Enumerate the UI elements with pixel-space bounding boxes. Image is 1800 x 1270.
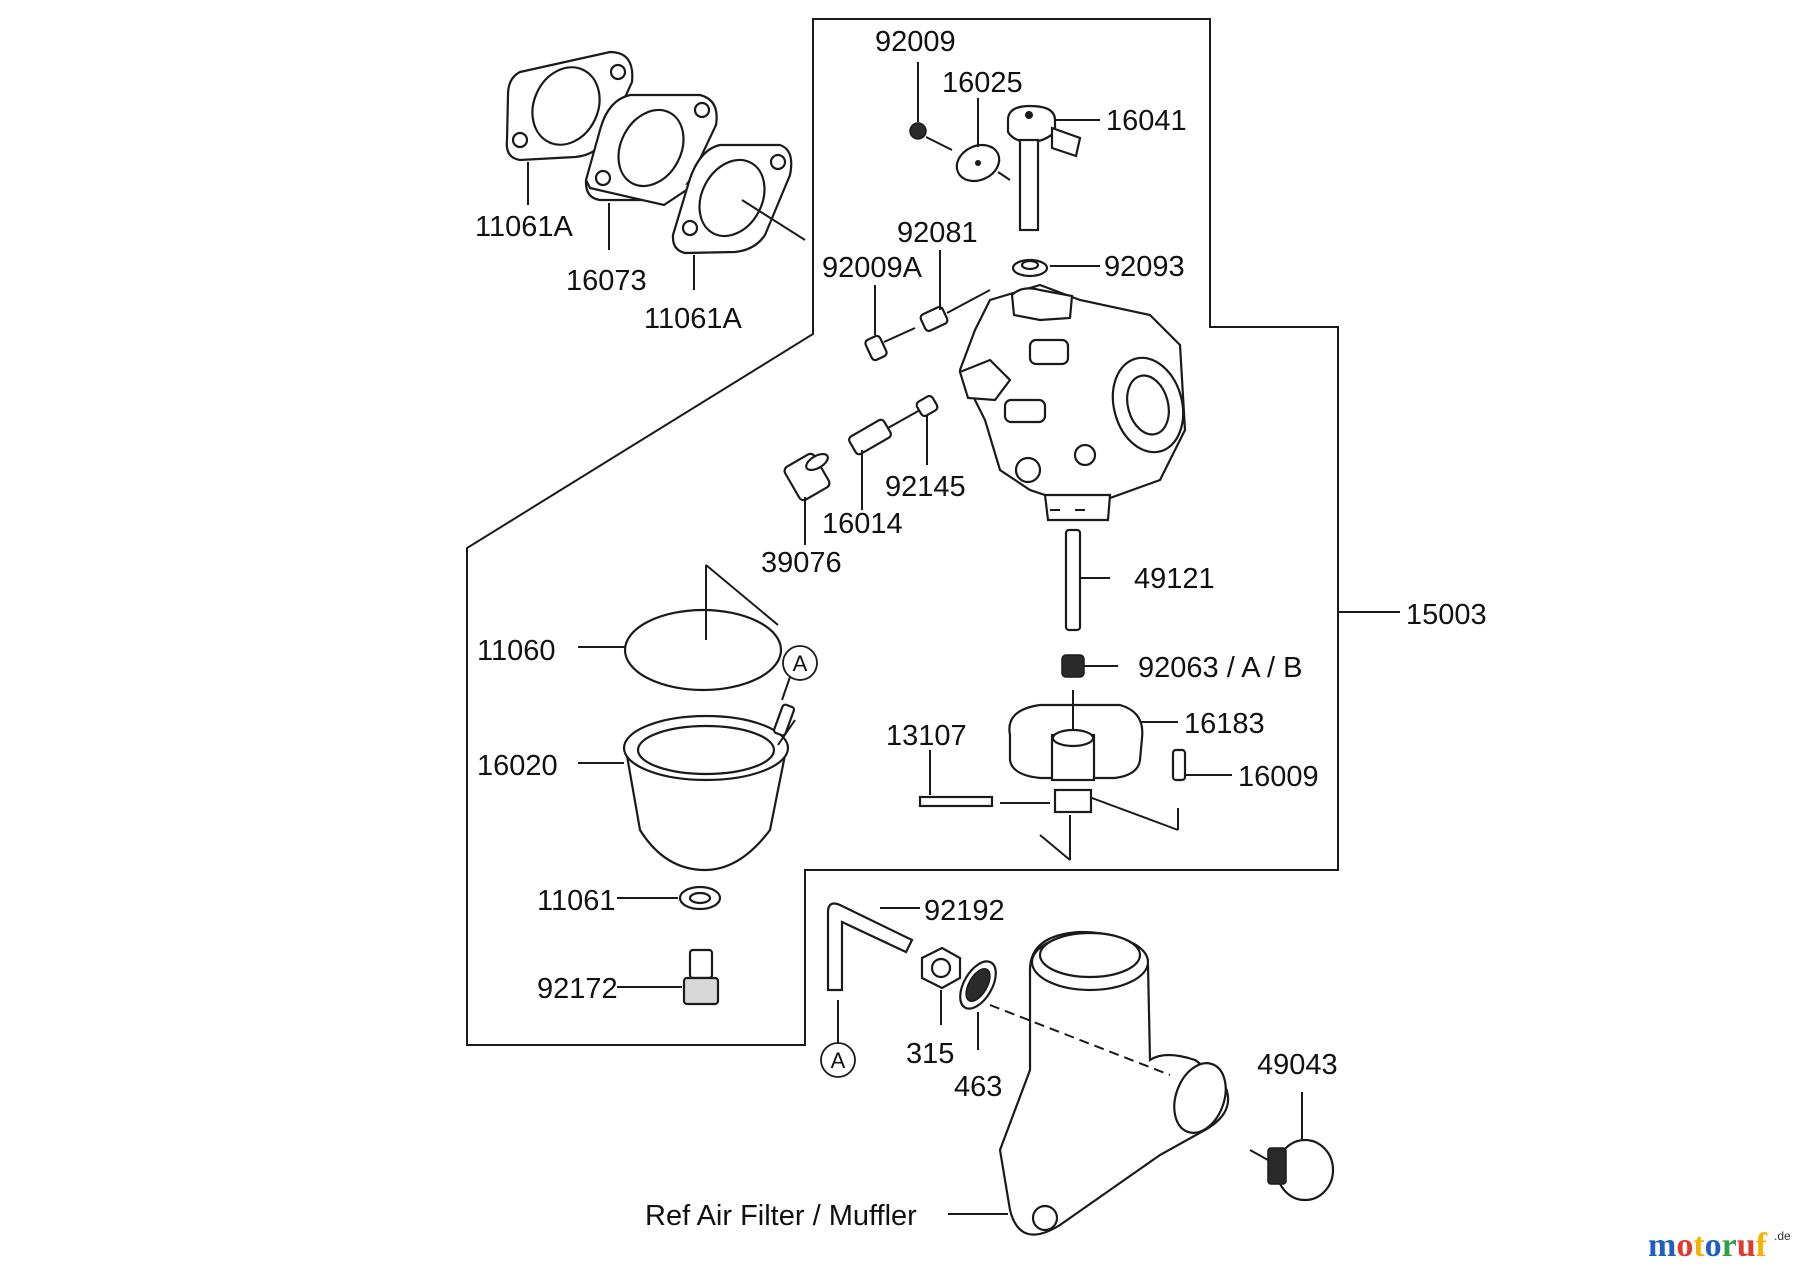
gasket-11061A-right — [671, 143, 806, 255]
label-92063: 92063 / A / B — [1138, 652, 1302, 684]
label-463: 463 — [954, 1071, 1002, 1103]
label-92192: 92192 — [924, 895, 1005, 927]
label-92009A: 92009A — [822, 252, 923, 284]
bolt-92172 — [682, 948, 720, 1006]
label-15003: 15003 — [1406, 599, 1487, 631]
label-16020: 16020 — [477, 750, 558, 782]
label-39076: 39076 — [761, 547, 842, 579]
spring-92081 — [919, 289, 991, 333]
callout-a-bottom: A — [820, 1000, 856, 1078]
label-92145: 92145 — [885, 471, 966, 503]
pipe-92192 — [826, 902, 914, 992]
label-92093: 92093 — [1104, 251, 1185, 283]
nozzle-49121 — [1064, 528, 1110, 632]
label-49043: 49043 — [1257, 1049, 1338, 1081]
insulator-16073 — [584, 93, 718, 207]
filter-463 — [959, 960, 997, 1010]
carburetor-body — [958, 283, 1187, 522]
choke-shaft-16041 — [1006, 104, 1100, 232]
watermark-logo: motoruf .de — [1648, 1227, 1791, 1264]
label-16009: 16009 — [1238, 761, 1319, 793]
primer-bulb-49043 — [1249, 1092, 1335, 1202]
svg-text:.de: .de — [1774, 1229, 1791, 1243]
label-11061A-right: 11061A — [644, 303, 742, 335]
label-92009: 92009 — [875, 26, 956, 58]
label-16025: 16025 — [942, 67, 1023, 99]
float-16183 — [1008, 690, 1178, 814]
label-92172: 92172 — [537, 973, 618, 1005]
spring-92145 — [915, 394, 939, 418]
washer-11061 — [678, 885, 722, 911]
screw-92009A — [864, 327, 916, 362]
nut-315 — [920, 946, 962, 990]
oring-11060 — [623, 564, 783, 692]
choke-plate-16025 — [955, 143, 1011, 183]
label-11060: 11060 — [477, 635, 556, 667]
label-11061: 11061 — [537, 885, 616, 917]
svg-text:motoruf: motoruf — [1648, 1227, 1768, 1264]
jet-16014 — [848, 409, 921, 456]
label-92081: 92081 — [897, 217, 978, 249]
label-49121: 49121 — [1134, 563, 1215, 595]
washer-92093 — [1011, 258, 1100, 278]
assembly-boundary — [466, 18, 1339, 1046]
pin-13107 — [918, 795, 994, 808]
fuel-elbow-body — [989, 930, 1230, 1236]
label-16183: 16183 — [1184, 708, 1265, 740]
callout-a-bottom-label: A — [831, 1048, 846, 1073]
label-16014: 16014 — [822, 508, 903, 540]
needle-16009 — [1171, 748, 1232, 782]
callout-a-top: A — [781, 645, 818, 701]
label-16041: 16041 — [1106, 105, 1187, 137]
reference-note: Ref Air Filter / Muffler — [645, 1200, 917, 1232]
label-13107: 13107 — [886, 720, 967, 752]
holder-39076 — [783, 452, 831, 502]
callout-a-top-label: A — [793, 651, 808, 676]
label-16073: 16073 — [566, 265, 647, 297]
label-11061A-left: 11061A — [475, 211, 573, 243]
float-bowl-16020 — [622, 703, 796, 872]
screw-92009 — [909, 122, 953, 151]
label-315: 315 — [906, 1038, 954, 1070]
jet-92063 — [1061, 654, 1118, 678]
